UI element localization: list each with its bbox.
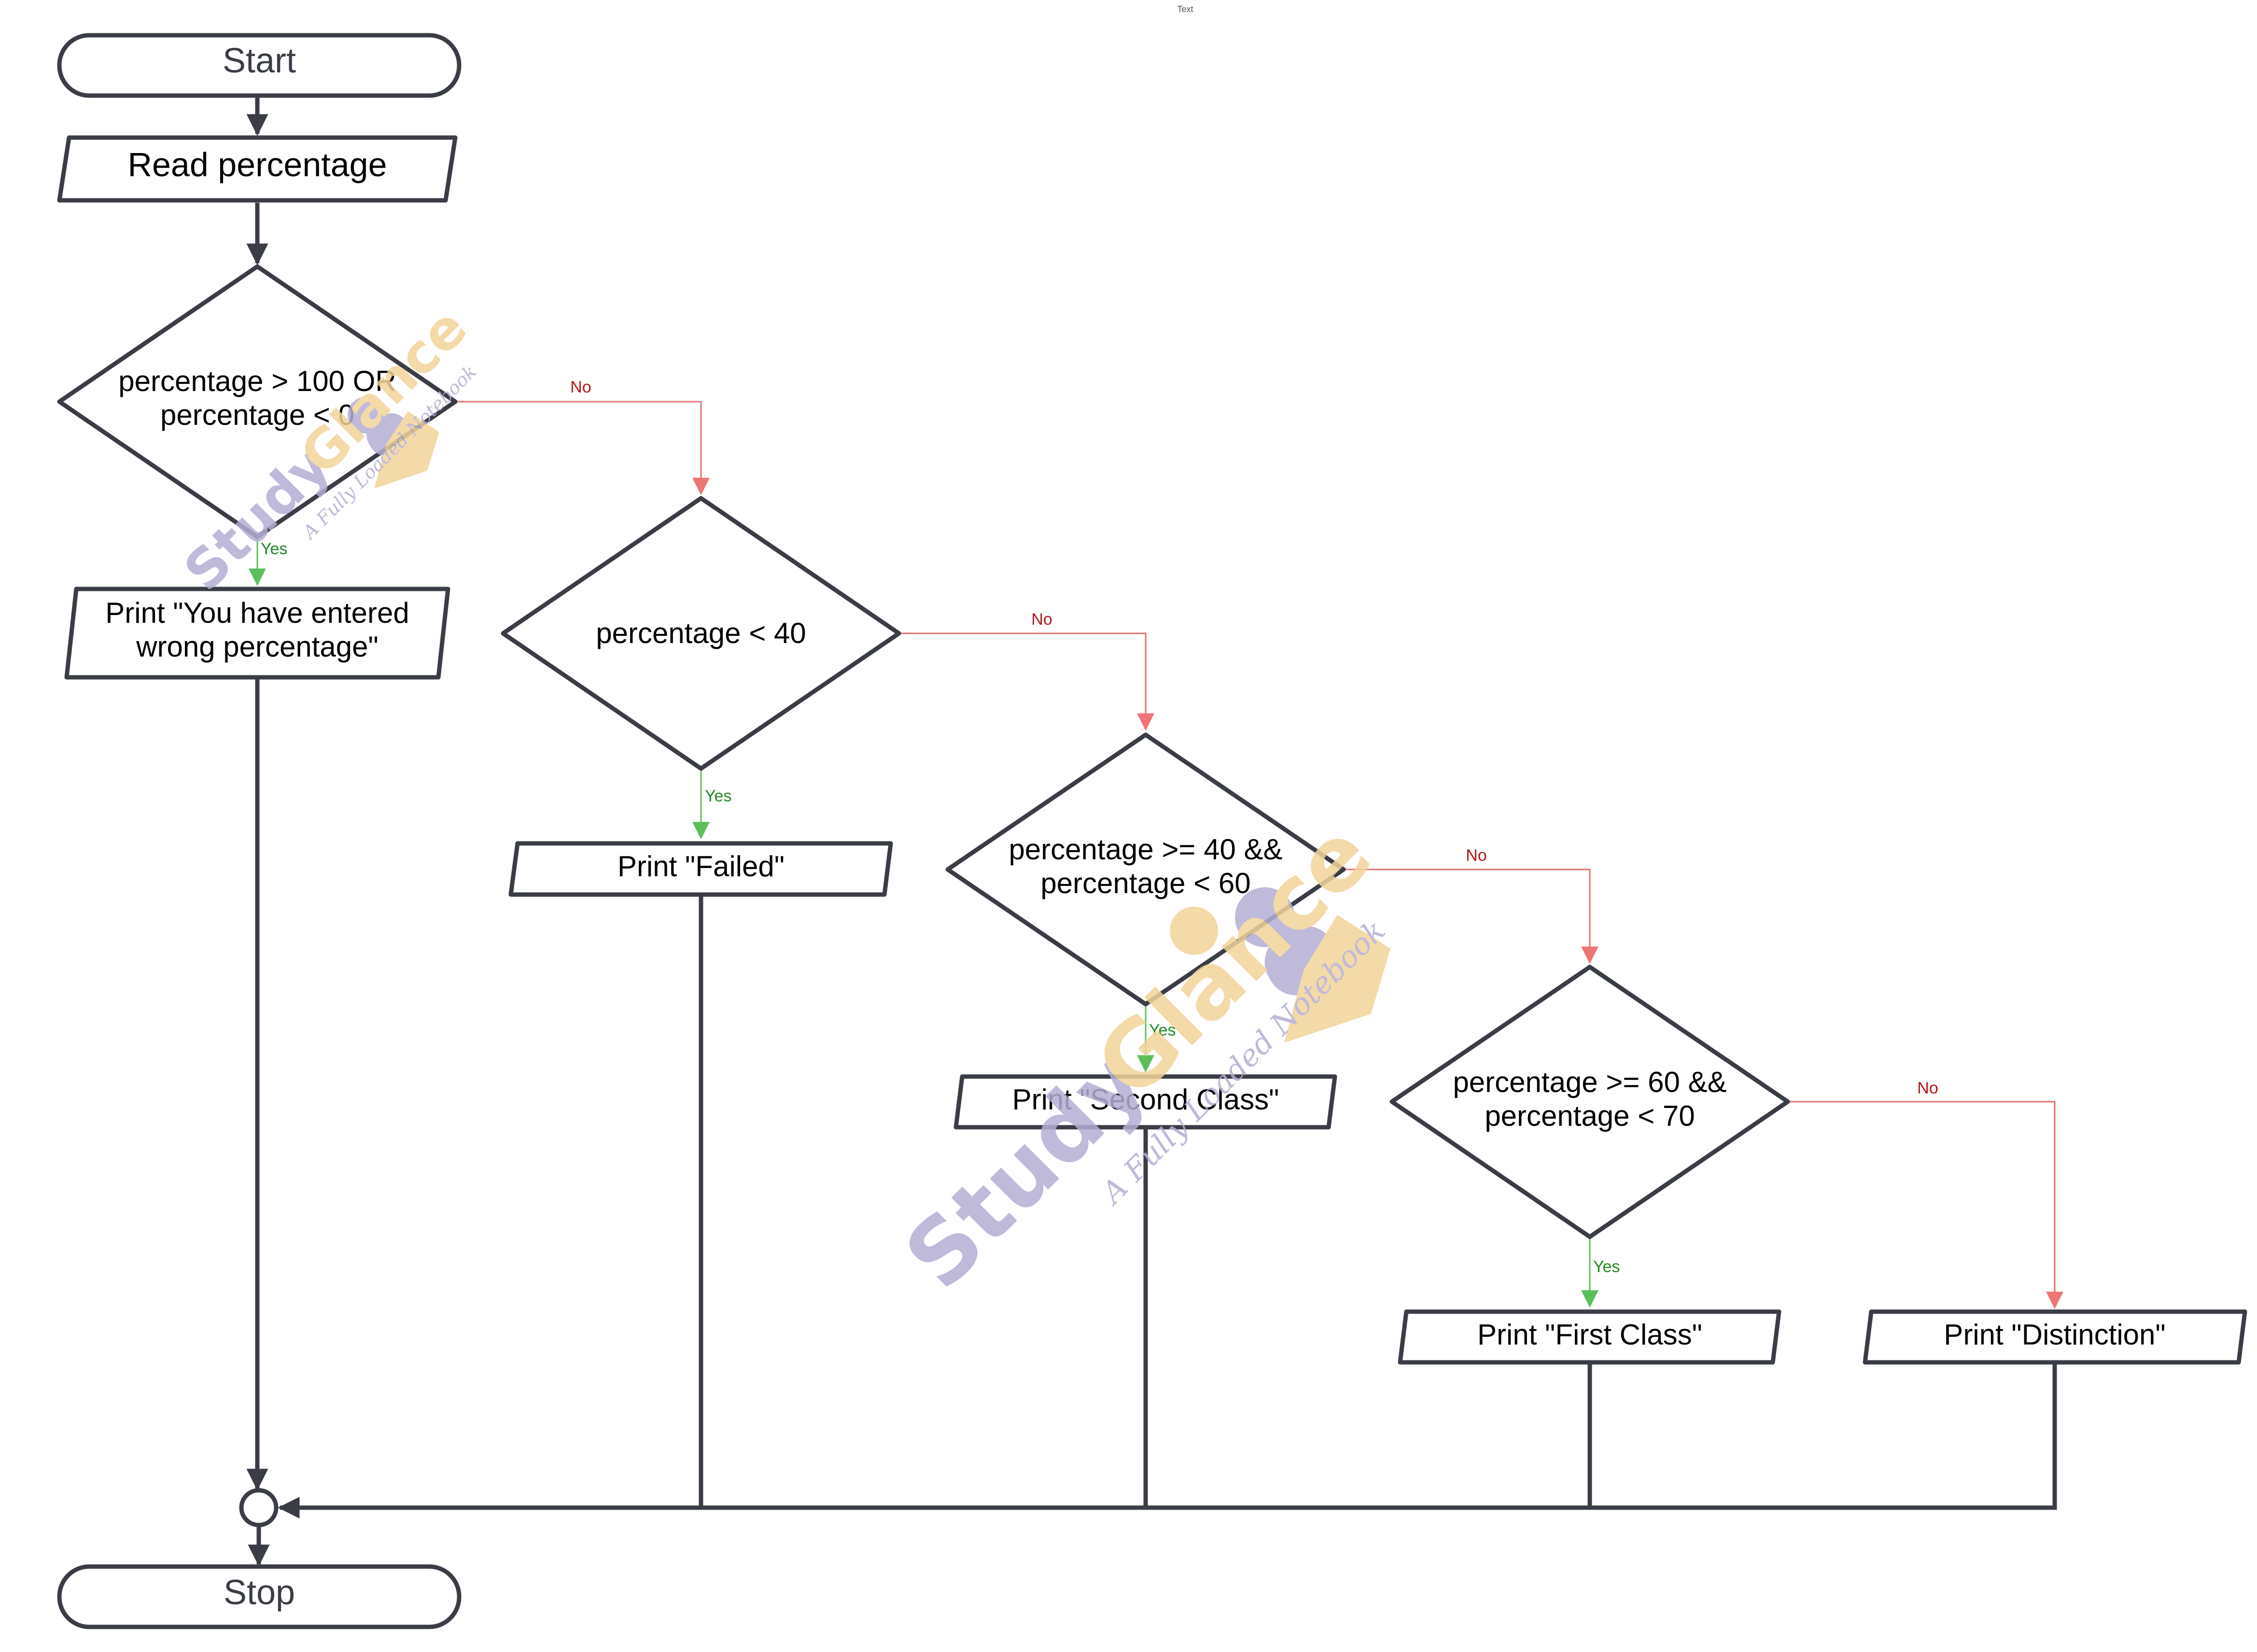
first-class-label: Print "First Class" — [1477, 1318, 1702, 1351]
read-percentage-input: Read percentage — [57, 135, 458, 203]
distinction-output: Print "Distinction" — [1863, 1309, 2247, 1365]
no-branch-lines — [454, 401, 2063, 1309]
watermark-head-icon — [1235, 887, 1295, 947]
decision-first-line2: percentage < 70 — [1485, 1100, 1695, 1132]
yes-branch-lines — [249, 537, 1598, 1308]
stop-terminal: Stop — [57, 1564, 462, 1629]
start-terminal: Start — [57, 33, 462, 98]
decision-range-line1: percentage > 100 OR — [118, 365, 396, 397]
main-flow-lines — [246, 97, 2057, 1567]
second-class-label: Print "Second Class" — [1012, 1083, 1279, 1116]
watermark-book-icon-small — [374, 411, 439, 489]
watermark-book-icon — [1284, 915, 1390, 1043]
no-label-1: No — [570, 378, 591, 396]
stop-label: Stop — [224, 1573, 295, 1612]
wrong-percentage-output: Print "You have entered wrong percentage… — [64, 587, 450, 680]
merge-connector — [239, 1488, 279, 1527]
decision-first-class-check: percentage >= 60 && percentage < 70 — [1389, 965, 1790, 1239]
decision-second-line1: percentage >= 40 && — [1009, 833, 1282, 866]
caption-text: Text — [1177, 4, 1193, 14]
start-label: Start — [223, 42, 296, 80]
failed-label: Print "Failed" — [617, 850, 785, 882]
read-percentage-label: Read percentage — [127, 146, 387, 183]
failed-output: Print "Failed" — [508, 841, 893, 897]
first-class-output: Print "First Class" — [1398, 1309, 1781, 1365]
wrong-percentage-line2: wrong percentage" — [136, 630, 379, 663]
watermark-sun-icon — [1170, 907, 1218, 955]
decision-fail-label: percentage < 40 — [596, 617, 806, 649]
decision-first-line1: percentage >= 60 && — [1453, 1066, 1726, 1098]
distinction-label: Print "Distinction" — [1944, 1318, 2165, 1351]
decision-second-line2: percentage < 60 — [1040, 867, 1250, 899]
wrong-percentage-line1: Print "You have entered — [105, 597, 409, 629]
yes-label-4: Yes — [1593, 1258, 1620, 1276]
yes-label-1: Yes — [261, 540, 287, 558]
no-label-2: No — [1031, 610, 1052, 629]
no-label-4: No — [1917, 1079, 1938, 1097]
second-class-output: Print "Second Class" — [953, 1074, 1337, 1130]
yes-label-3: Yes — [1149, 1021, 1176, 1039]
yes-label-2: Yes — [705, 787, 731, 805]
decision-fail-check: percentage < 40 — [501, 496, 901, 771]
no-label-3: No — [1466, 846, 1486, 865]
decision-range-line2: percentage < 0 — [160, 399, 354, 431]
decision-range-check: percentage > 100 OR percentage < 0 — [57, 264, 458, 539]
